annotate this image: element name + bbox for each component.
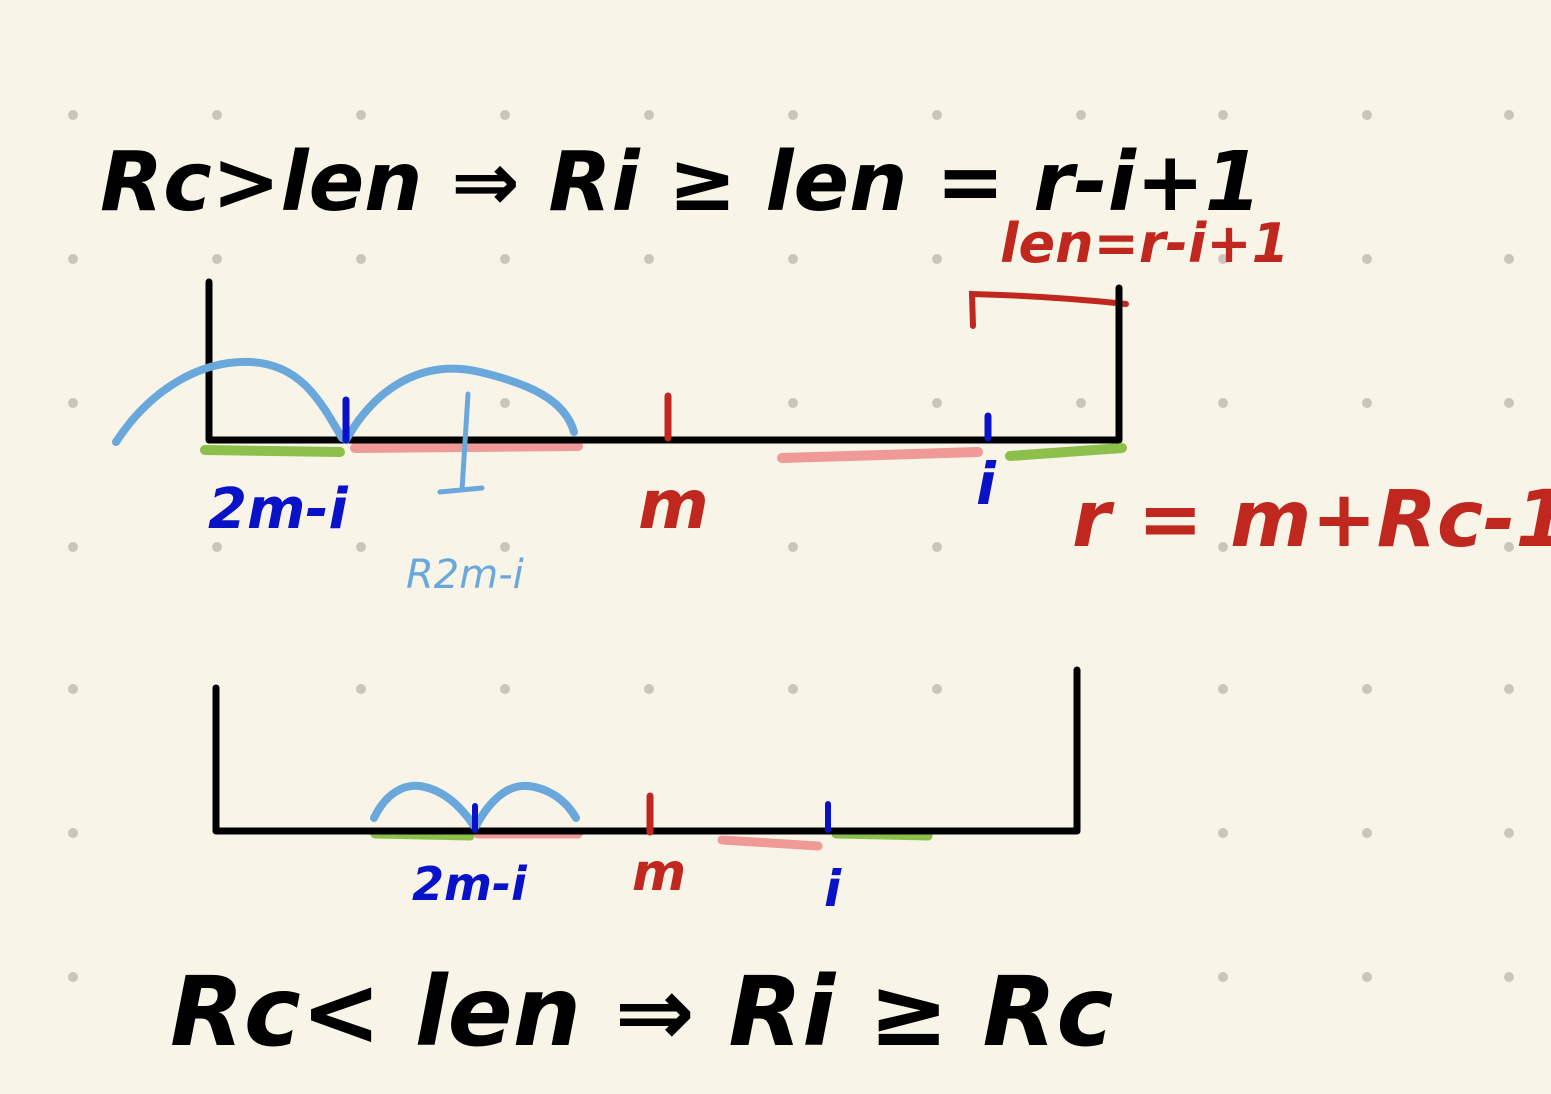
bottom-arc-right — [472, 781, 580, 830]
bottom-label-i: i — [824, 860, 842, 918]
top-formula: Rc>len ⇒ Ri ≥ len = r-i+1 — [100, 135, 1262, 230]
r-formula: r = m+Rc-1 — [1072, 475, 1551, 565]
top-arc-left — [112, 357, 346, 446]
top-diagram — [112, 278, 1127, 495]
top-arc-right — [342, 364, 578, 444]
mirror-radius-pointer — [437, 391, 485, 495]
bottom-formula: Rc< len ⇒ Ri ≥ Rc — [170, 956, 1113, 1068]
top-label-center: m — [638, 466, 709, 545]
bottom-pink-right — [717, 835, 823, 851]
bottom-diagram — [212, 666, 1081, 851]
bottom-arc-left — [370, 781, 478, 830]
bottom-label-center: m — [632, 843, 686, 903]
len-annotation: len=r-i+1 — [1000, 212, 1289, 275]
top-green-left — [200, 445, 345, 457]
top-label-i: i — [976, 450, 997, 518]
top-label-mirror: 2m-i — [208, 477, 349, 542]
bottom-label-mirror: 2m-i — [412, 857, 528, 911]
top-green-right — [1005, 443, 1127, 461]
top-label-mirror-radius: R2m-i — [406, 552, 524, 598]
dot-grid — [68, 110, 1514, 982]
len-bracket — [968, 290, 1129, 329]
top-pink-right — [777, 447, 983, 463]
